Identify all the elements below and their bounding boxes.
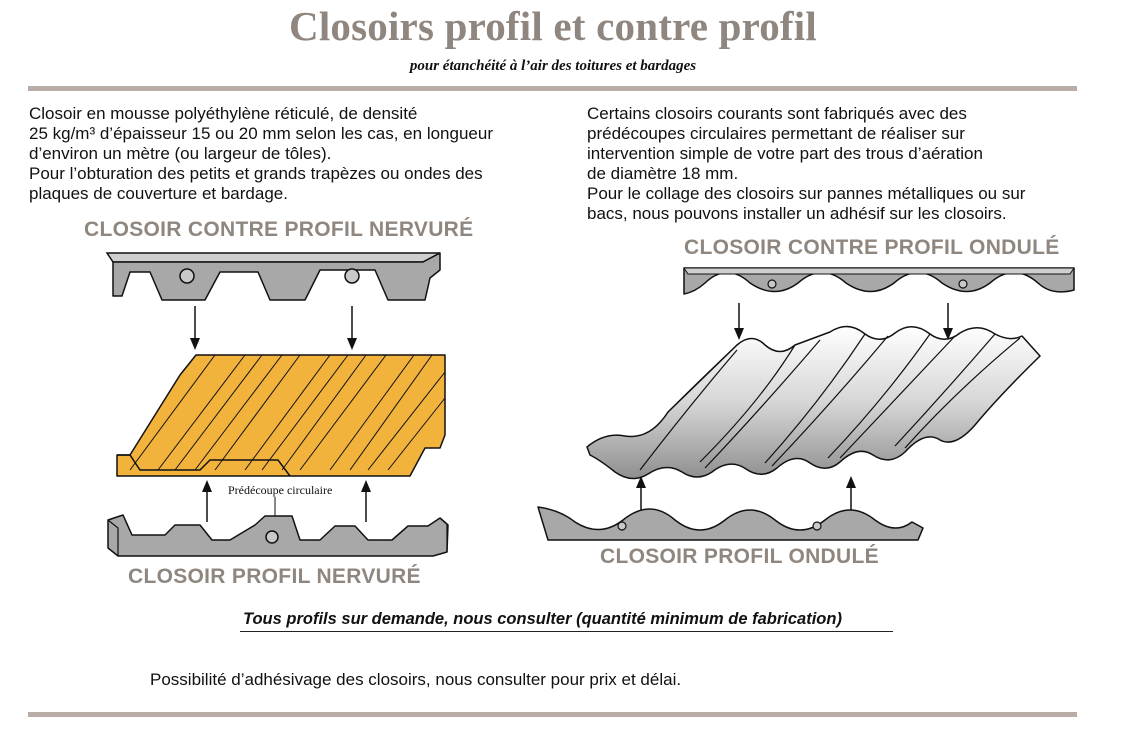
- right-description-line: Pour le collage des closoirs sur pannes …: [587, 184, 1026, 203]
- closoir-contre-profil-ondule-image: [683, 267, 1075, 295]
- right-description: Certains closoirs courants sont fabriqué…: [587, 104, 1025, 224]
- top-divider: [28, 86, 1077, 91]
- arrow-down-icon: [190, 306, 200, 350]
- arrow-down-icon: [943, 303, 953, 340]
- arrow-up-icon: [361, 480, 371, 522]
- label-closoir-contre-profil-ondule: CLOSOIR CONTRE PROFIL ONDULÉ: [684, 236, 1060, 259]
- custom-profiles-note: Tous profils sur demande, nous consulter…: [243, 610, 842, 628]
- arrow-up-icon: [636, 476, 646, 512]
- arrow-up-icon: [846, 476, 856, 512]
- label-closoir-profil-ondule: CLOSOIR PROFIL ONDULÉ: [600, 545, 879, 568]
- page-title: Closoirs profil et contre profil: [289, 3, 817, 49]
- left-description-line: d’environ un mètre (ou largeur de tôles)…: [29, 144, 332, 163]
- plaque-ondulee-image: [586, 325, 1041, 480]
- left-description-line: Closoir en mousse polyéthylène réticulé,…: [29, 104, 418, 123]
- left-description-line: plaques de couverture et bardage.: [29, 184, 288, 203]
- right-description-line: Certains closoirs courants sont fabriqué…: [587, 104, 967, 123]
- bottom-divider: [28, 712, 1077, 717]
- arrow-down-icon: [347, 306, 357, 350]
- left-description-line: 25 kg/m³ d’épaisseur 15 ou 20 mm selon l…: [29, 124, 493, 143]
- page-subtitle: pour étanchéité à l’air des toitures et …: [409, 58, 697, 74]
- adhesive-footer-text: Possibilité d’adhésivage des closoirs, n…: [150, 670, 682, 689]
- callout-predecoupe-circulaire: Prédécoupe circulaire: [228, 483, 333, 497]
- arrow-down-icon: [734, 303, 744, 340]
- label-closoir-contre-profil-nervure: CLOSOIR CONTRE PROFIL NERVURÉ: [84, 218, 474, 241]
- right-description-line: intervention simple de votre part des tr…: [587, 144, 983, 163]
- label-closoir-profil-nervure: CLOSOIR PROFIL NERVURÉ: [128, 565, 421, 588]
- left-description: Closoir en mousse polyéthylène réticulé,…: [29, 104, 493, 204]
- right-description-line: prédécoupes circulaires permettant de ré…: [587, 124, 965, 143]
- closoir-profil-ondule-image: [537, 506, 924, 541]
- left-description-line: Pour l’obturation des petits et grands t…: [29, 164, 483, 183]
- closoir-contre-profil-nervure-image: [105, 252, 441, 301]
- note-underline: [240, 631, 893, 632]
- bac-acier-nervure-image: [116, 354, 446, 477]
- right-description-line: bacs, nous pouvons installer un adhésif …: [587, 204, 1007, 223]
- closoir-profil-nervure-image: [107, 514, 449, 557]
- right-description-line: de diamètre 18 mm.: [587, 164, 739, 183]
- arrow-up-icon: [202, 480, 212, 522]
